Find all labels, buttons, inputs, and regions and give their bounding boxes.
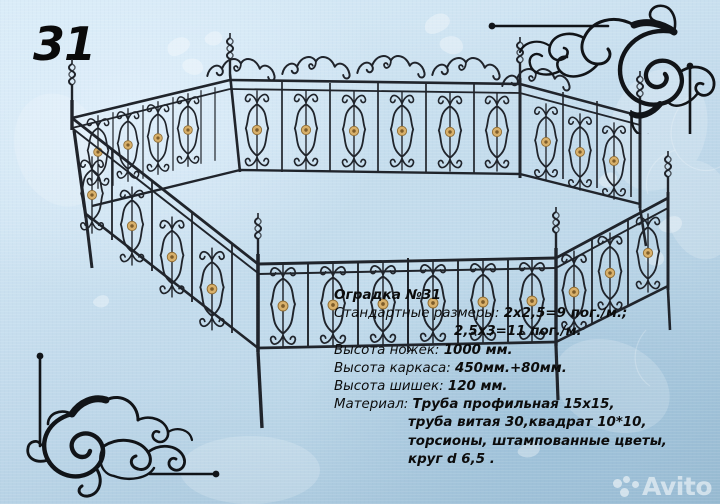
fence-posts-and-legs (70, 73, 672, 429)
ornament-bottom-left (26, 352, 220, 498)
spec-value-finial-height: 120 мм. (447, 379, 508, 395)
avito-logo-icon (613, 475, 640, 498)
fence-run-back-right (501, 68, 641, 206)
spec-row-material-3: торсионы, штампованные цветы, (334, 433, 710, 451)
spec-label-material: Материал: (334, 397, 409, 413)
spec-label-finial-height: Высота шишек: (334, 379, 444, 395)
spec-row-frame-height: Высота каркаса: 450мм.+80мм. (334, 360, 710, 378)
spec-row-material-2: труба витая 30,квадрат 10*10, (334, 414, 710, 432)
fence-run-back-left (71, 78, 241, 208)
spec-value-material-3: торсионы, штампованные цветы, (408, 433, 667, 449)
spec-value-sizes-2: 2,5х3=11 пог./м. (454, 324, 582, 340)
spec-row-sizes-1: Стандартные размеры: 2х2,5=9 пог./м.; (334, 305, 710, 323)
spec-row-material-4: круг d 6,5 . (334, 451, 710, 469)
avito-wordmark: Avito (642, 472, 712, 501)
spec-label-sizes: Стандартные размеры: (334, 306, 500, 322)
spec-value-material-4: круг d 6,5 . (408, 451, 495, 467)
spec-value-material-1: Труба профильная 15х15, (412, 397, 615, 413)
fence-run-right (555, 196, 669, 344)
spec-value-material-2: труба витая 30,квадрат 10*10, (408, 415, 647, 431)
spec-row-finial-height: Высота шишек: 120 мм. (334, 378, 710, 396)
fence-run-back (206, 55, 521, 176)
spec-row-material-1: Материал: Труба профильная 15х15, (334, 396, 710, 414)
spec-label-leg-height: Высота ножек: (334, 342, 440, 358)
avito-watermark: Avito (613, 474, 712, 499)
spec-row-sizes-2: 2,5х3=11 пог./м. (334, 323, 710, 341)
product-title: Оградка №31 (334, 287, 441, 303)
fence-run-left (71, 116, 259, 350)
product-spec-block: Оградка №31 Стандартные размеры: 2х2,5=9… (334, 286, 710, 469)
ornament-top-right (488, 4, 716, 134)
spec-label-frame-height: Высота каркаса: (334, 360, 451, 376)
spec-value-frame-height: 450мм.+80мм. (455, 360, 567, 376)
page-title: 31 (33, 17, 96, 71)
spec-value-leg-height: 1000 мм. (443, 342, 513, 358)
spec-value-sizes-1: 2х2,5=9 пог./м.; (503, 306, 628, 322)
spec-row-leg-height: Высота ножек: 1000 мм. (334, 342, 710, 360)
